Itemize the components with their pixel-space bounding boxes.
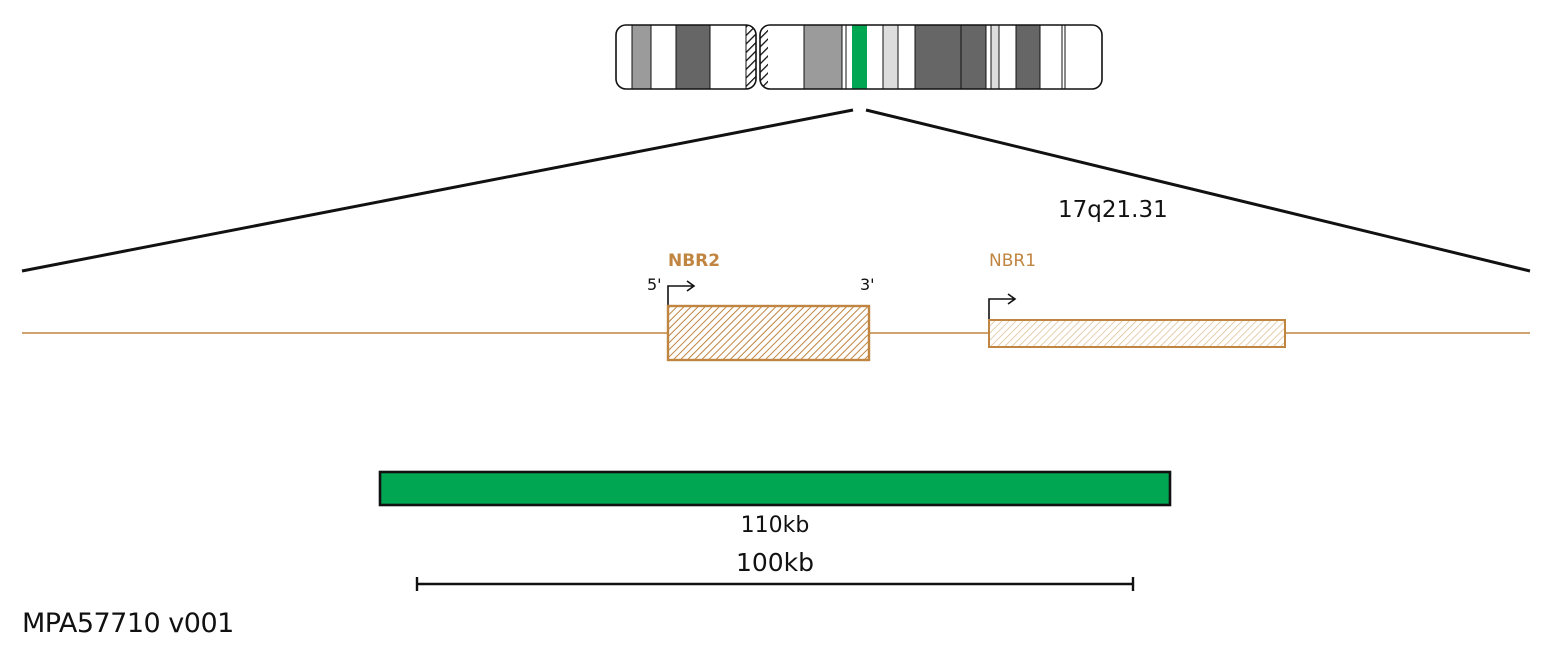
band-q11 — [768, 25, 804, 89]
probe-bar — [378, 470, 1172, 507]
gene-label-nbr2: NBR2 — [668, 251, 720, 271]
chromosome-p-arm — [616, 25, 756, 89]
band-q25-end — [1062, 25, 1102, 89]
chromosome-q-arm-outline — [759, 24, 1103, 90]
zoom-line-right — [865, 108, 1531, 273]
band-q23-white — [986, 25, 991, 89]
centromere-q — [760, 25, 768, 89]
band-p11-1 — [710, 25, 746, 89]
transcription-start-arrow-icon — [988, 293, 1017, 320]
band-q22 — [915, 25, 961, 89]
scale-bar — [415, 577, 1135, 591]
band-q21-31-probe — [852, 25, 867, 89]
band-q21-32 — [867, 25, 883, 89]
band-q23 — [961, 25, 986, 89]
gene-nbr1: NBR1 — [988, 251, 1286, 348]
band-p11-2-white — [651, 25, 676, 89]
band-q21-2 — [842, 25, 852, 89]
transcription-start-arrow-icon — [667, 280, 696, 306]
catalog-id: MPA57710 v001 — [22, 608, 234, 639]
chromosome-q-arm — [760, 25, 1102, 89]
scale-bar-label: 100kb — [736, 548, 814, 577]
gene-box-nbr1 — [988, 319, 1286, 348]
band-q24-white — [999, 25, 1016, 89]
chromosome-ideogram — [615, 24, 1103, 90]
gene-box-nbr2 — [666, 304, 871, 362]
five-prime-label: 5' — [647, 275, 662, 294]
band-label: 17q21.31 — [1058, 197, 1168, 223]
zoom-line-left — [21, 108, 854, 273]
band-q21-33-white — [898, 25, 915, 89]
band-q21-33 — [883, 25, 898, 89]
three-prime-label: 3' — [860, 275, 875, 294]
probe-size-label: 110kb — [741, 513, 810, 538]
band-q25 — [1016, 25, 1040, 89]
band-p12 — [632, 25, 651, 89]
band-q25-white — [1040, 25, 1062, 89]
chromosome-p-arm-outline — [615, 24, 757, 90]
band-p11-2 — [676, 25, 710, 89]
gene-label-nbr1: NBR1 — [989, 251, 1036, 271]
band-q24 — [991, 25, 999, 89]
gene-nbr2: NBR2 5' 3' — [647, 251, 875, 362]
centromere-p — [746, 25, 756, 89]
band-p13 — [616, 25, 632, 89]
band-q12 — [804, 25, 842, 89]
